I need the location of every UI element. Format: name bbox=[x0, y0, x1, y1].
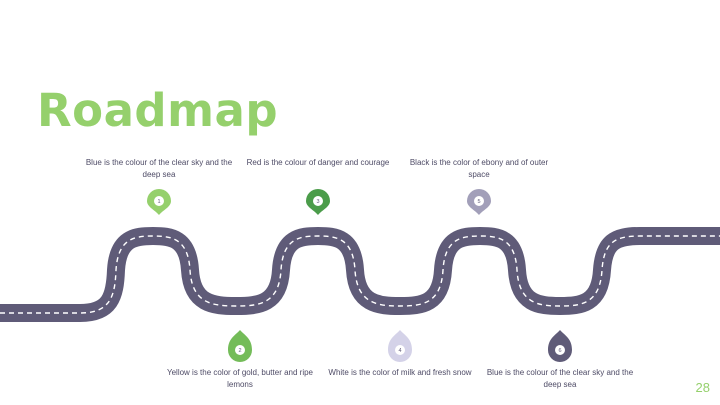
milestone-pin-5: 5 bbox=[467, 189, 491, 215]
milestone-pin-2: 2 bbox=[228, 330, 252, 362]
pin-number: 1 bbox=[157, 199, 160, 205]
pin-number-badge bbox=[555, 345, 565, 355]
pin-number-badge bbox=[154, 196, 164, 206]
pin-number-badge bbox=[235, 345, 245, 355]
pin-number-badge bbox=[313, 196, 323, 206]
milestone-caption-6: Blue is the colour of the clear sky and … bbox=[486, 368, 634, 389]
pin-number-badge bbox=[395, 345, 405, 355]
milestone-caption-5: Black is the color of ebony and of outer… bbox=[409, 158, 549, 179]
milestone-caption-4: White is the color of milk and fresh sno… bbox=[328, 368, 472, 377]
pin-number: 3 bbox=[316, 199, 319, 205]
page-number: 28 bbox=[695, 380, 710, 395]
milestone-pin-3: 3 bbox=[306, 189, 330, 215]
pin-number: 4 bbox=[398, 348, 401, 354]
slide-title: Roadmap bbox=[37, 84, 279, 137]
winding-road bbox=[0, 227, 720, 322]
milestone-pin-4: 4 bbox=[388, 330, 412, 362]
milestone-caption-1: Blue is the colour of the clear sky and … bbox=[85, 158, 233, 179]
pin-number: 2 bbox=[238, 348, 241, 354]
milestone-caption-2: Yellow is the color of gold, butter and … bbox=[166, 368, 313, 389]
milestone-pins: 1 2 3 4 5 6 bbox=[147, 189, 572, 362]
milestone-pin-1: 1 bbox=[147, 189, 171, 215]
pin-number: 5 bbox=[477, 199, 480, 205]
milestone-pin-6: 6 bbox=[548, 330, 572, 362]
pin-number-badge bbox=[474, 196, 484, 206]
milestone-caption-3: Red is the colour of danger and courage bbox=[246, 158, 390, 167]
pin-number: 6 bbox=[558, 348, 561, 354]
road bbox=[0, 227, 720, 322]
